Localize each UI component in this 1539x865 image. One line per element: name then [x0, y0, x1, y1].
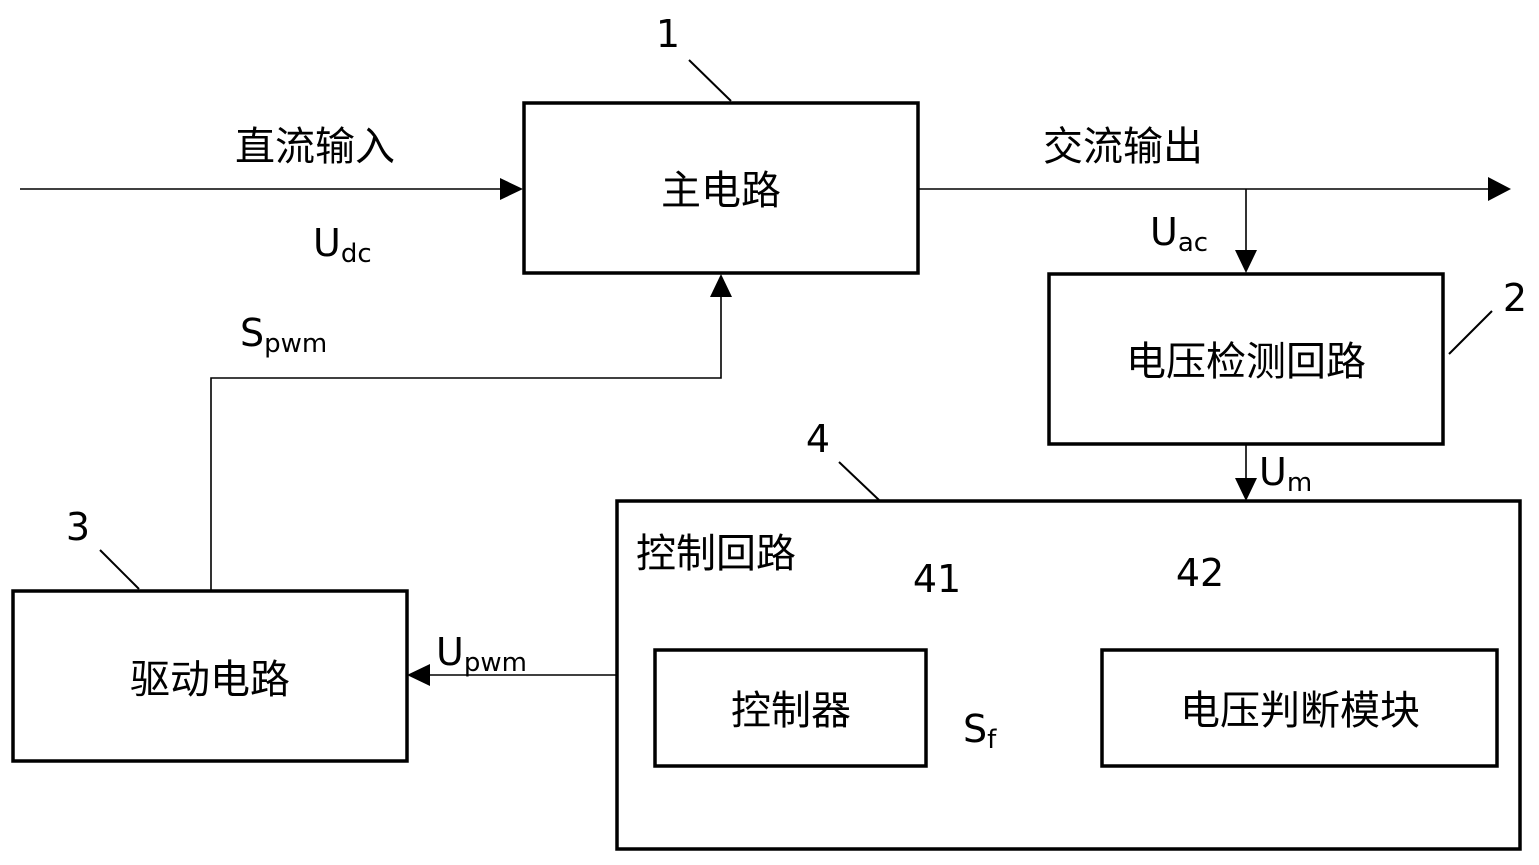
control-loop-label: 控制回路 — [636, 531, 796, 577]
upwm-arrowhead — [407, 664, 430, 686]
voltage-detection-box — [1047, 272, 1445, 446]
spwm-arrowhead — [710, 274, 732, 297]
controller-label: 控制器 — [731, 688, 851, 734]
main-circuit-label: 主电路 — [661, 168, 781, 214]
signal-uac: Uac — [1150, 210, 1208, 258]
ref-number-4: 4 — [806, 417, 830, 461]
spwm-wire — [210, 292, 722, 590]
signal-um-sub: m — [1287, 468, 1312, 498]
signal-uac-main: U — [1150, 210, 1178, 254]
um-arrowhead — [1235, 478, 1257, 501]
signal-sf: Sf — [963, 707, 997, 755]
voltage-detection-label: 电压检测回路 — [1126, 339, 1366, 385]
controller-block[interactable]: 控制器 — [653, 648, 928, 768]
ref-4-leader — [838, 461, 880, 501]
ref-number-2: 2 — [1503, 276, 1527, 320]
ref-number-1: 1 — [656, 12, 680, 56]
uac-arrowhead — [1235, 250, 1257, 273]
ref-1-leader — [688, 59, 732, 102]
voltage-detection-block[interactable]: 电压检测回路 — [1047, 272, 1445, 446]
ref-number-3: 3 — [66, 505, 90, 549]
drive-circuit-block[interactable]: 驱动电路 — [11, 589, 409, 763]
voltage-judgment-label: 电压判断模块 — [1180, 688, 1420, 734]
signal-um-main: U — [1259, 450, 1287, 494]
voltage-judgment-block[interactable]: 电压判断模块 — [1100, 648, 1499, 768]
dc-input-label: 直流输入 — [235, 124, 395, 170]
signal-udc-main: U — [313, 221, 341, 265]
signal-spwm-sub: pwm — [264, 329, 327, 359]
signal-udc-sub: dc — [341, 239, 372, 269]
controller-box — [653, 648, 928, 768]
dc-input-arrowhead — [500, 178, 523, 200]
ac-output-label: 交流输出 — [1043, 124, 1203, 170]
signal-sf-main: S — [963, 707, 987, 751]
ref-number-41: 41 — [913, 557, 961, 601]
drive-circuit-box — [11, 589, 409, 763]
ref-2-leader — [1448, 310, 1493, 355]
signal-udc: Udc — [313, 221, 372, 269]
main-circuit-box — [522, 101, 920, 275]
signal-uac-sub: ac — [1178, 228, 1208, 258]
signal-upwm: Upwm — [436, 630, 527, 678]
ref-3-leader — [99, 549, 140, 590]
signal-spwm-main: S — [240, 311, 264, 355]
voltage-judgment-box — [1100, 648, 1499, 768]
drive-circuit-label: 驱动电路 — [130, 657, 290, 703]
signal-upwm-sub: pwm — [464, 648, 527, 678]
ac-output-arrowhead — [1488, 177, 1511, 201]
signal-upwm-main: U — [436, 630, 464, 674]
signal-spwm: Spwm — [240, 311, 327, 359]
main-circuit-block[interactable]: 主电路 — [522, 101, 920, 275]
signal-um: Um — [1259, 450, 1312, 498]
ref-number-42: 42 — [1176, 551, 1224, 595]
signal-sf-sub: f — [987, 725, 997, 755]
